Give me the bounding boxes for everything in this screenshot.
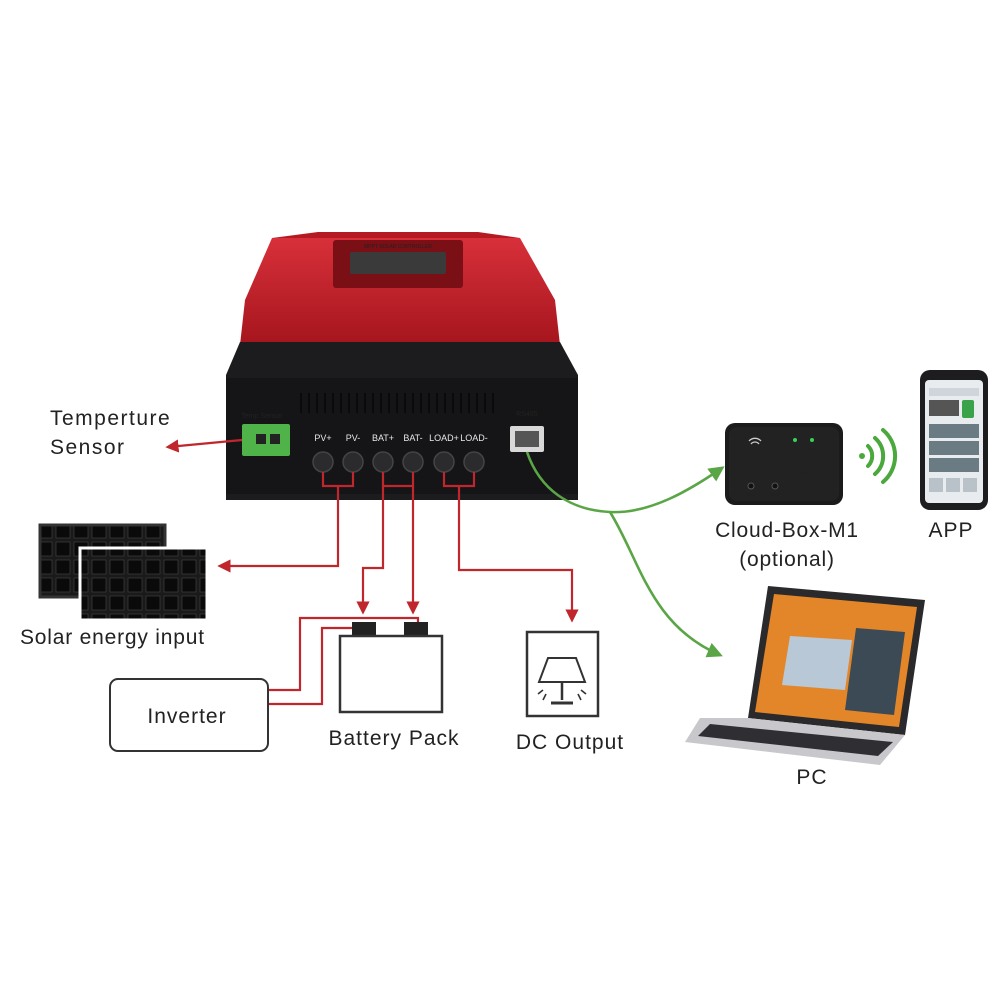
cloud-box-btn-reset: Reset (770, 492, 781, 497)
port-label-load-pos: LOAD+ (429, 433, 459, 443)
phone-app (920, 370, 988, 510)
port-label-pv-neg: PV- (346, 433, 361, 443)
cable-glands (312, 451, 485, 473)
dc-output-lamp (525, 630, 600, 718)
inverter-box (109, 678, 269, 752)
controller-red-body (240, 238, 560, 345)
battery-pack: + - (338, 622, 444, 714)
solar-label: Solar energy input (20, 626, 205, 649)
cloud-box-label-line1: Cloud-Box-M1 (715, 519, 859, 542)
pc-label: PC (796, 766, 827, 789)
app-label: APP (928, 519, 973, 542)
data-wiring (525, 451, 725, 658)
battery-plus: + (360, 622, 367, 636)
solar-panels (38, 523, 209, 622)
port-label-bat-neg: BAT- (403, 433, 422, 443)
cloud-box-led-power: Power (806, 446, 818, 451)
battery-body (338, 634, 444, 714)
inverter-wire-1 (268, 616, 420, 692)
temp-sensor-label-line1: Temperture (50, 407, 171, 430)
solar-arrow (217, 486, 340, 573)
port-label-bat-pos: BAT+ (372, 433, 394, 443)
load-arrow (457, 486, 579, 623)
rs485-label: RS485 (516, 411, 538, 418)
port-label-load-neg: LOAD- (460, 433, 488, 443)
display-caption: MPPT SOLAR CONTROLLER (364, 244, 432, 250)
port-label-pv-pos: PV+ (314, 433, 331, 443)
temp-sensor-port-label: Temp Sensor (241, 413, 283, 420)
cloud-box-led-link: Link (791, 446, 798, 451)
charge-controller: MPPT SOLAR CONTROLLER Temp Sensor RS485 (226, 232, 578, 500)
inverter-label: Inverter (147, 705, 226, 728)
laptop-pc (685, 586, 925, 765)
battery-pos-arrow (356, 486, 385, 615)
battery-label: Battery Pack (328, 727, 459, 750)
cloud-box-device: Link Power Cloud-Box-M2 For Solar Charge… (725, 423, 843, 505)
cloud-box-device-sub: For Solar Charge Controller (759, 470, 809, 475)
cloud-box-btn-setup: Setup (746, 492, 757, 497)
solar-panel-front (78, 546, 209, 622)
vent-slots (300, 393, 494, 413)
temp-sensor-arrow (165, 438, 243, 453)
battery-minus: - (414, 622, 418, 636)
cloud-box-device-name: Cloud-Box-M2 (747, 457, 822, 469)
rs485-to-pc (608, 511, 723, 658)
dc-output-label: DC Output (516, 731, 624, 754)
cloud-box-label-line2: (optional) (739, 548, 835, 571)
lcd-display (350, 252, 446, 274)
wifi-signal-icon (859, 428, 898, 484)
temp-sensor-label-line2: Sensor (50, 436, 126, 459)
cloud-box-btn-link: Link Mode (805, 492, 824, 497)
